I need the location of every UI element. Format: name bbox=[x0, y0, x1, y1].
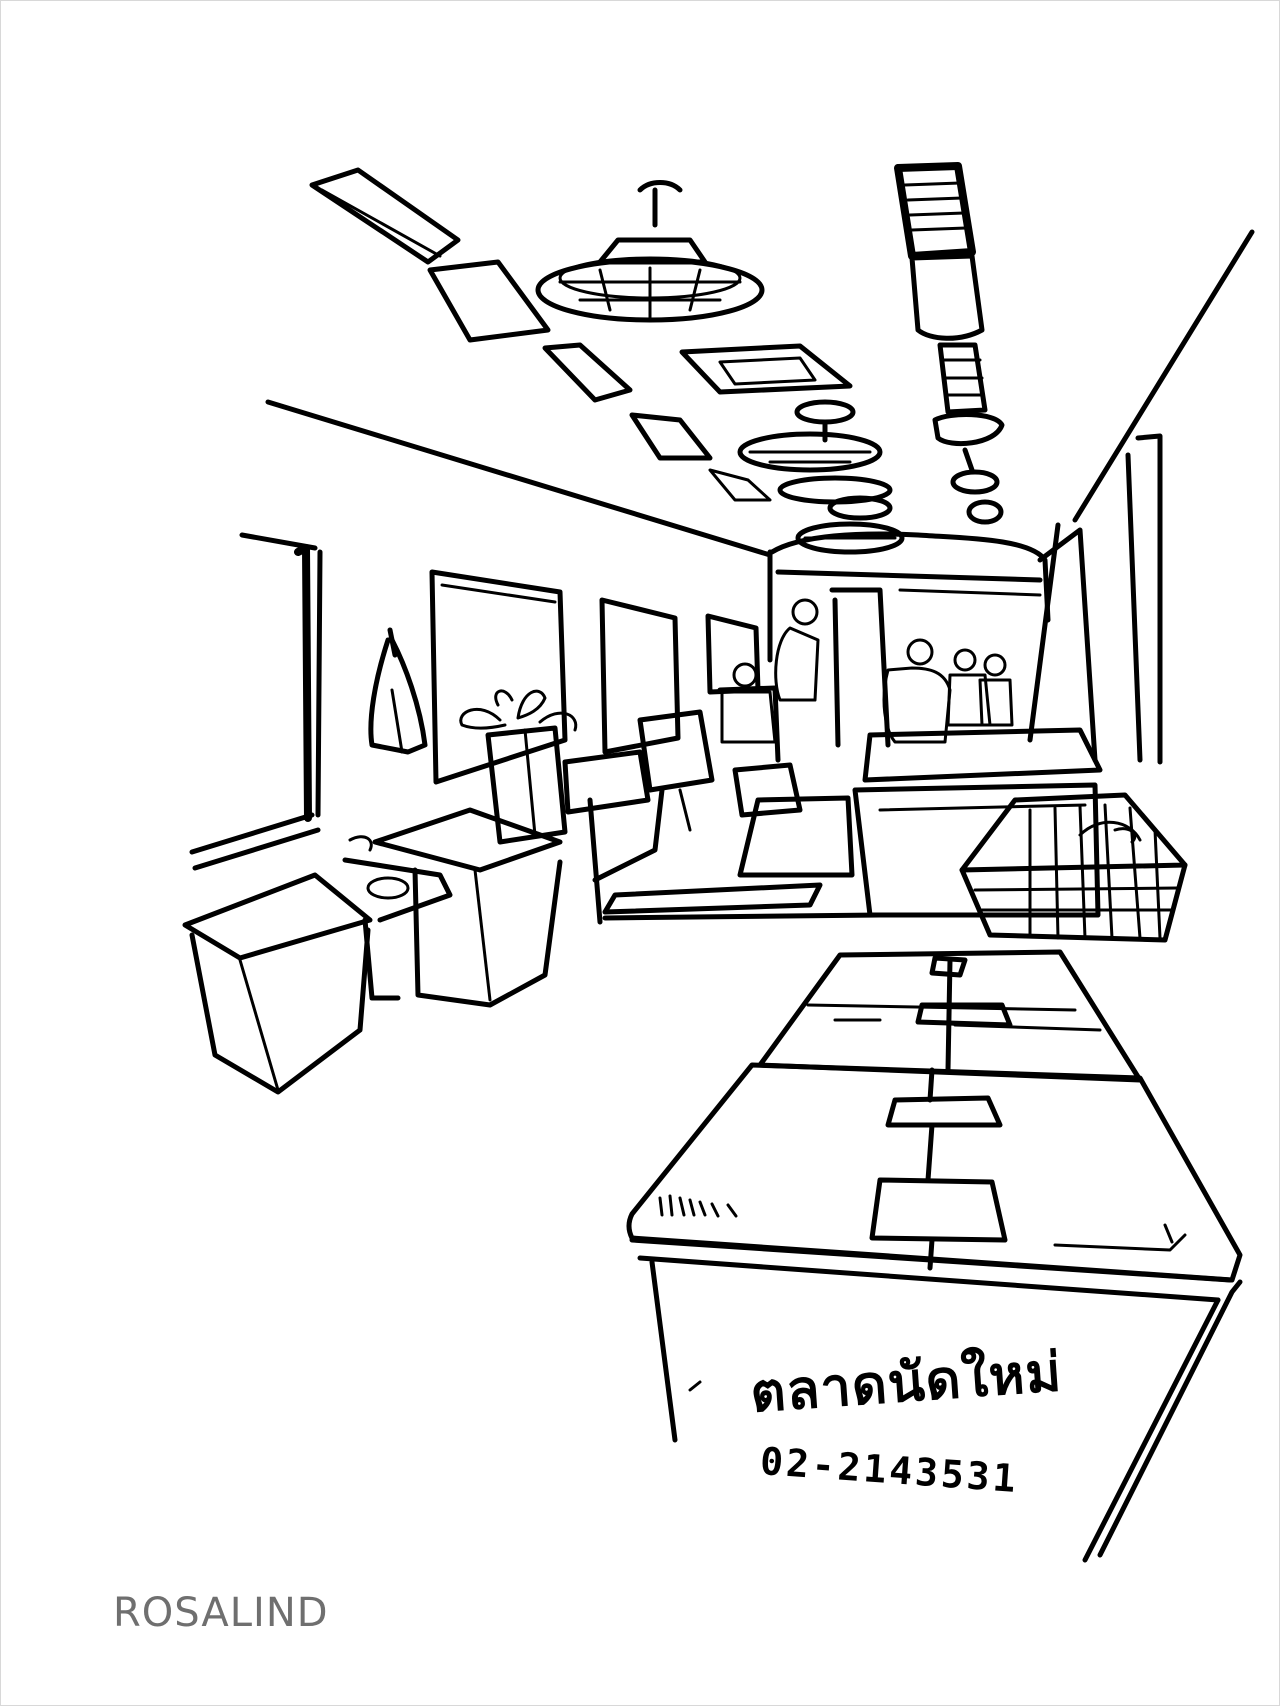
ceiling-lamp-left bbox=[309, 167, 772, 502]
stools bbox=[182, 857, 453, 1095]
ceiling-fan-back bbox=[795, 495, 905, 555]
hanging-lamps-right bbox=[894, 162, 1005, 525]
front-freezer bbox=[626, 1062, 1243, 1563]
display-freezer bbox=[757, 949, 1143, 1083]
right-wall bbox=[1027, 229, 1255, 765]
back-kitchen-doorway bbox=[767, 531, 1051, 748]
potted-plant bbox=[459, 689, 578, 845]
ceiling-fan-middle bbox=[737, 399, 893, 505]
people bbox=[720, 598, 1014, 744]
ceiling-vent bbox=[679, 343, 853, 395]
left-wall bbox=[189, 399, 773, 871]
hanging-cloth bbox=[368, 627, 428, 755]
ceiling-fan-front bbox=[535, 180, 765, 323]
wire-basket bbox=[959, 792, 1188, 943]
small-bowl bbox=[348, 835, 410, 900]
artist-signature: ROSALIND bbox=[113, 1590, 329, 1636]
dining-tables bbox=[372, 685, 803, 1008]
back-counter bbox=[602, 727, 1103, 921]
